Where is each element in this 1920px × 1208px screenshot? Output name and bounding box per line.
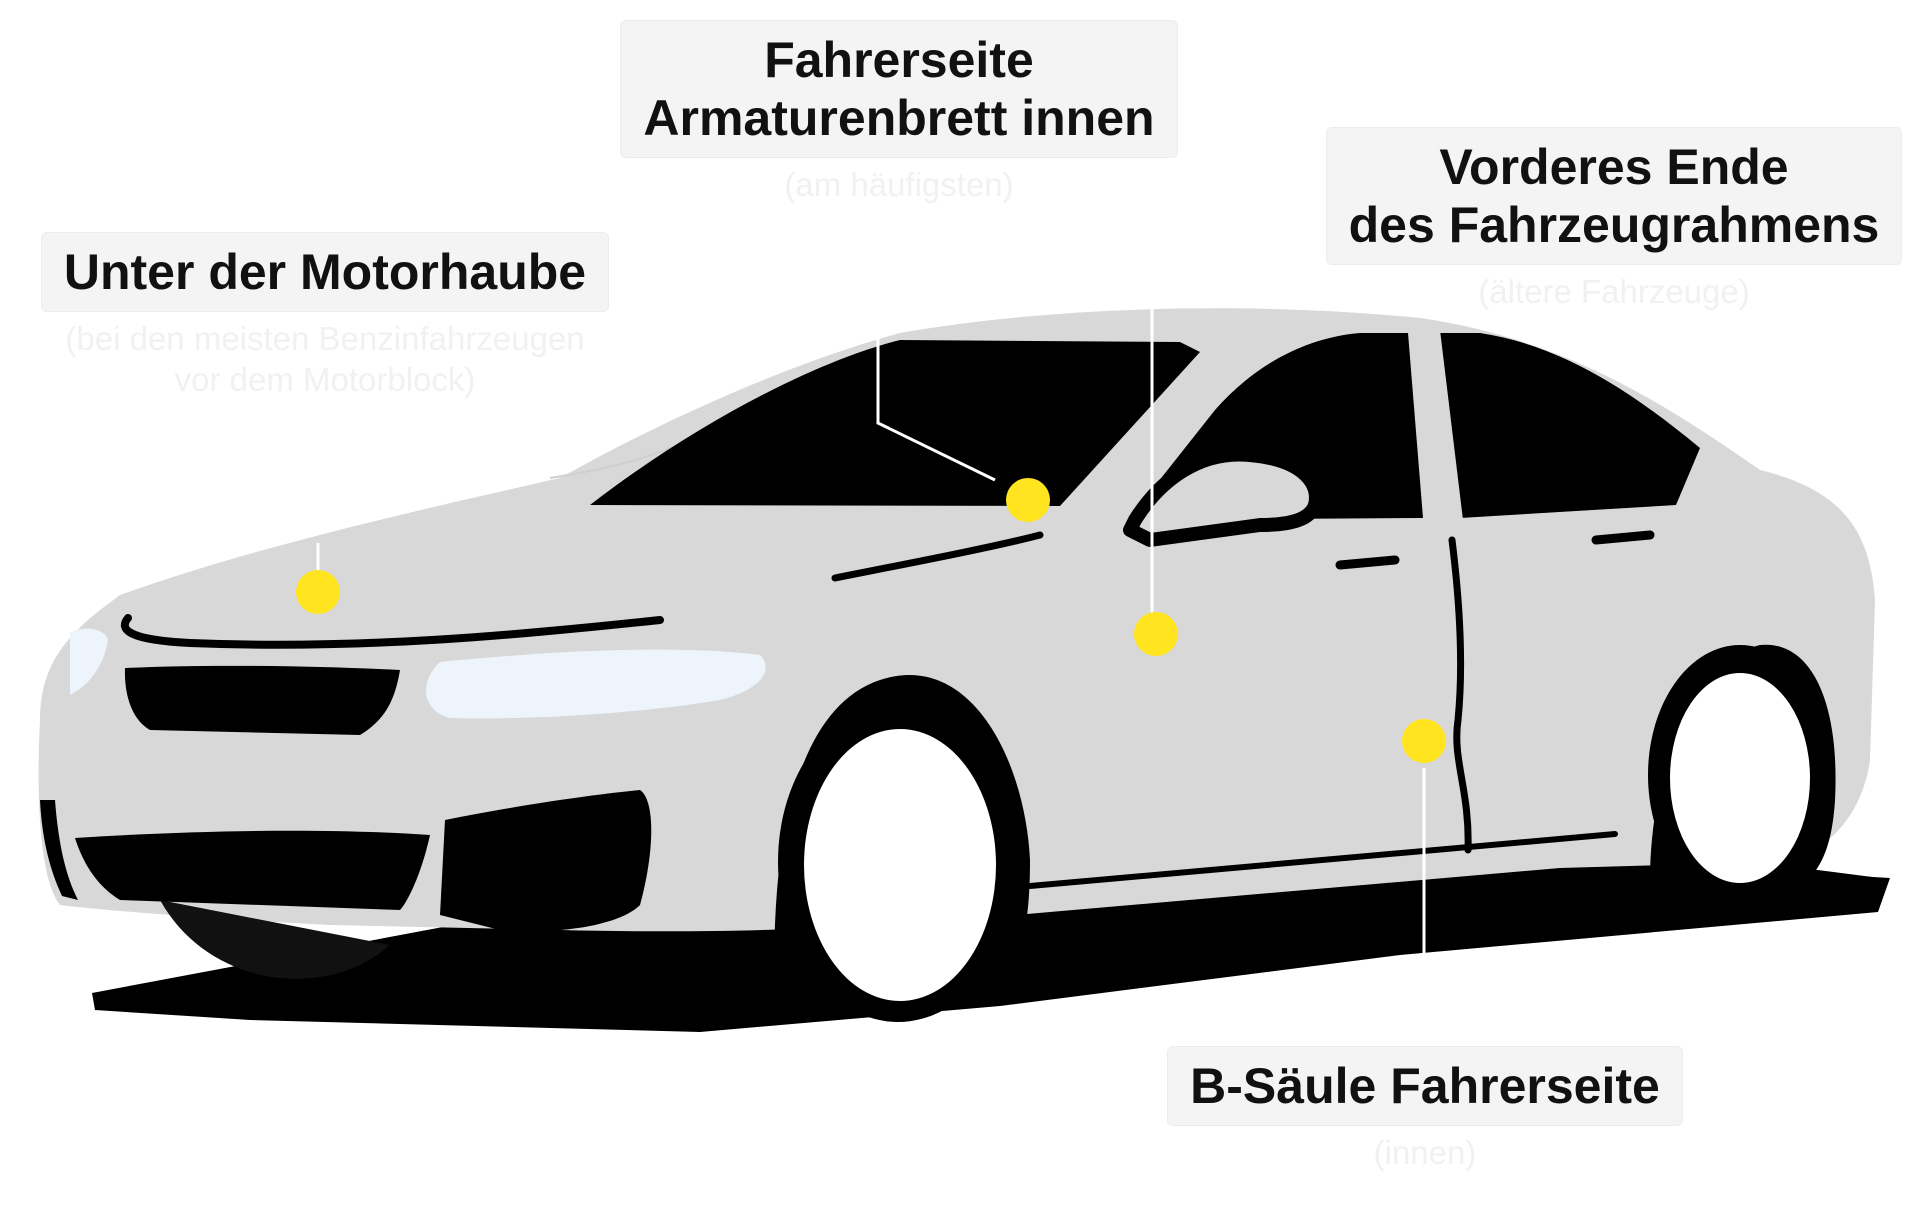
headlight-right [426,649,766,719]
label-b-pillar-sub-line-1: (innen) [1373,1134,1477,1171]
label-b-pillar: B-Säule Fahrerseite (innen) [1154,1046,1696,1173]
label-frame-front-title-line-2: des Fahrzeugrahmens [1348,197,1880,253]
side-mirror [1123,447,1323,547]
marker-dashboard [1006,478,1050,522]
rear-window [1436,333,1700,518]
headlight-left [70,628,108,695]
label-under-hood-sub-line-2: vor dem Motorblock) [174,361,476,398]
fog-intake [440,790,652,932]
marker-pillar [1402,719,1446,763]
label-dashboard-title-line-1: Fahrerseite [764,32,1034,88]
fender-line [831,531,1044,582]
label-dashboard-title-line-2: Armaturenbrett innen [643,90,1155,146]
label-under-hood-title-line-1: Unter der Motorhaube [63,244,587,300]
label-b-pillar-title-line-1: B-Säule Fahrerseite [1190,1058,1660,1114]
side-vent-left [40,800,78,900]
label-b-pillar-title: B-Säule Fahrerseite [1167,1046,1683,1126]
rear-wheel-rim [1670,673,1810,883]
label-frame-front-title-line-1: Vorderes Ende [1439,139,1789,195]
sill-line [1027,831,1618,889]
label-under-hood-title: Unter der Motorhaube [40,232,610,312]
marker-frame [1134,612,1178,656]
label-dashboard-sub-line-1: (am häufigsten) [784,166,1014,203]
marker-hood [296,570,340,614]
lower-grille [75,830,430,910]
kidney-grille [124,665,400,735]
leader-line-dashboard [876,327,996,482]
front-wheel-rim [804,729,996,1001]
door-seam [1448,536,1472,854]
rear-door-handle [1591,530,1655,545]
label-frame-front-title: Vorderes Ende des Fahrzeugrahmens [1325,127,1903,265]
hood-line [120,614,664,649]
windshield [590,340,1200,506]
left-wheel-shadow [160,900,390,979]
front-door-handle [1335,555,1400,570]
label-under-hood: Unter der Motorhaube (bei den meisten Be… [14,232,636,400]
label-dashboard: Fahrerseite Armaturenbrett innen (am häu… [598,20,1200,205]
label-frame-front-sub-line-1: (ältere Fahrzeuge) [1478,273,1750,310]
label-dashboard-title: Fahrerseite Armaturenbrett innen [620,20,1178,158]
label-frame-front: Vorderes Ende des Fahrzeugrahmens (älter… [1312,127,1916,312]
b-pillar [1413,330,1463,520]
label-under-hood-sub-line-1: (bei den meisten Benzinfahrzeugen [65,320,585,357]
